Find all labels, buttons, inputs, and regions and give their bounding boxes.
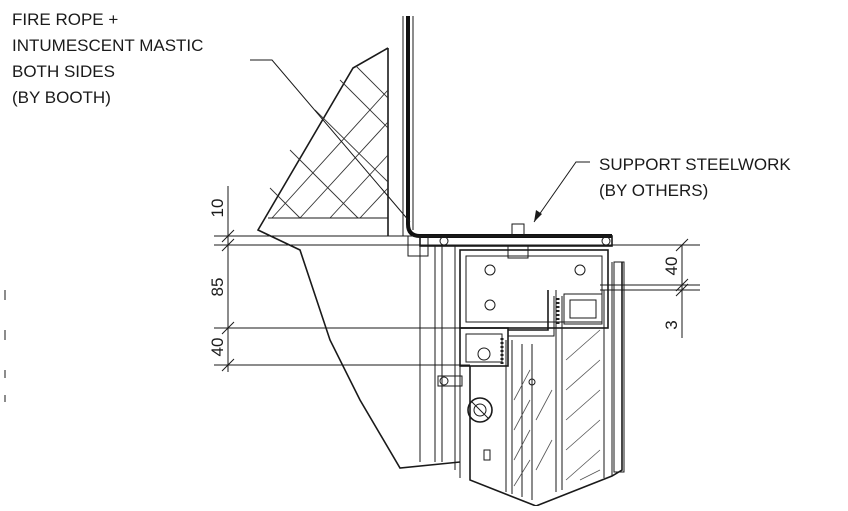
fire-rope-note: FIRE ROPE + INTUMESCENT MASTIC BOTH SIDE… xyxy=(12,10,203,107)
support-steelwork-note: SUPPORT STEELWORK (BY OTHERS) xyxy=(599,155,791,200)
dim-3: 3 xyxy=(662,320,681,329)
glazing-unit xyxy=(469,261,625,507)
right-dimension-chain xyxy=(675,238,689,338)
dim-85: 85 xyxy=(208,278,227,297)
fire-rope-line-1: FIRE ROPE + xyxy=(12,10,118,29)
support-steelwork xyxy=(419,223,613,367)
fire-rope-line-2: INTUMESCENT MASTIC xyxy=(12,36,203,55)
fixings xyxy=(437,375,536,461)
left-dimension-chain xyxy=(221,186,235,372)
dim-40-left: 40 xyxy=(208,338,227,357)
support-steelwork-line-2: (BY OTHERS) xyxy=(599,181,708,200)
leader-lines xyxy=(250,59,590,223)
datum-lines xyxy=(214,235,700,366)
support-steelwork-line-1: SUPPORT STEELWORK xyxy=(599,155,791,174)
booth-panel xyxy=(402,16,612,238)
wall-hatched-region xyxy=(256,47,461,469)
dim-10: 10 xyxy=(208,199,227,218)
fire-rope-line-4: (BY BOOTH) xyxy=(12,88,111,107)
frame-posts xyxy=(407,235,461,478)
fire-rope-line-3: BOTH SIDES xyxy=(12,62,115,81)
dim-40-right: 40 xyxy=(662,257,681,276)
seal-strips xyxy=(500,298,560,364)
